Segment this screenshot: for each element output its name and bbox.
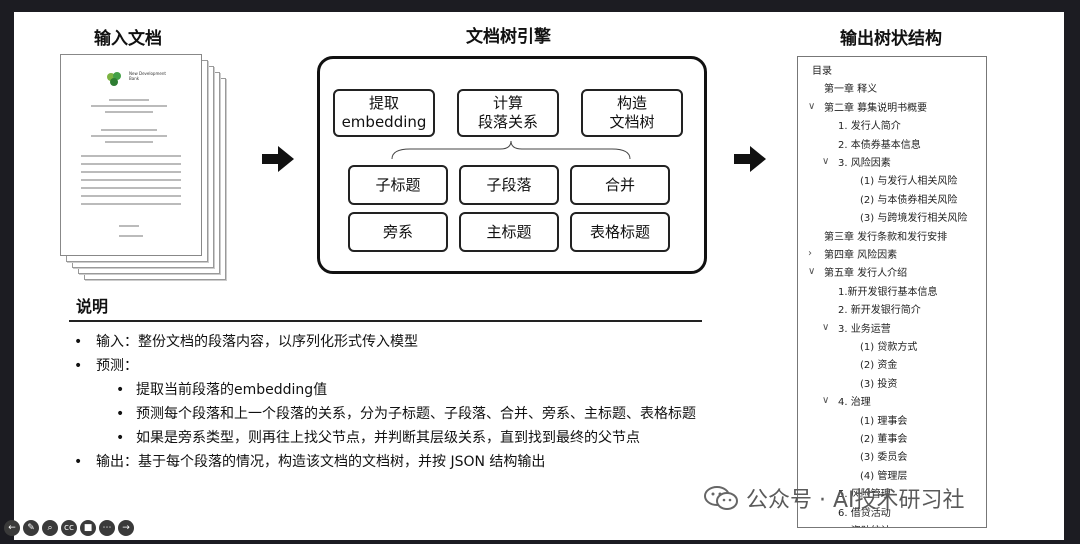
doc-text-line [81, 179, 181, 181]
doc-logo-text: New Development Bank [129, 71, 169, 81]
doc-text-line [105, 141, 153, 143]
relation-sub-paragraph: 子段落 [459, 165, 559, 205]
right-arrow-icon [262, 146, 294, 172]
build-tree-box: 构造 文档树 [581, 89, 683, 137]
explanation-divider [69, 320, 702, 322]
doc-text-line [119, 225, 139, 227]
doc-tree-engine: 提取 embedding 计算 段落关系 构造 文档树 子标题 子段落 合并 旁… [317, 56, 707, 274]
chevron-down-icon[interactable]: ∨ [808, 101, 815, 112]
explanation-item-text: 输出：基于每个段落的情况，构造该文档的文档树，并按 JSON 结构输出 [96, 454, 545, 470]
slide: 输入文档 文档树引擎 输出树状结构 New Development Bank [14, 12, 1064, 540]
wechat-icon [704, 485, 738, 511]
explanation-item: • 输出：基于每个段落的情况，构造该文档的文档树，并按 JSON 结构输出 [64, 450, 714, 474]
explanation-item: • 预测： [64, 354, 714, 378]
explanation-list: • 输入：整份文档的段落内容，以序列化形式传入模型 • 预测： • 提取当前段落的embe… [64, 330, 714, 474]
zoom-icon[interactable]: ⌕ [42, 520, 58, 536]
chevron-down-icon[interactable]: ∨ [808, 266, 815, 277]
tree-node[interactable]: 4. 治理 [838, 396, 871, 409]
explanation-item-text: 预测每个段落和上一个段落的关系，分为子标题、子段落、合并、旁系、主标题、表格标题 [136, 406, 696, 422]
tree-node[interactable]: 第三章 发行条款和发行安排 [824, 231, 947, 244]
tree-node[interactable]: 第一章 释义 [824, 83, 877, 96]
output-tree-title: 输出树状结构 [840, 24, 942, 49]
pen-icon[interactable]: ✎ [23, 520, 39, 536]
doc-text-line [81, 163, 181, 165]
tree-node[interactable]: (3) 与跨境发行相关风险 [860, 212, 967, 225]
tree-node[interactable]: (4) 管理层 [860, 470, 907, 483]
tree-node[interactable]: (2) 与本债券相关风险 [860, 194, 957, 207]
relation-main-title: 主标题 [459, 212, 559, 252]
explanation-item: • 提取当前段落的embedding值 [64, 378, 714, 402]
bullet-dot-icon: • [74, 330, 82, 354]
compute-relation-box: 计算 段落关系 [457, 89, 559, 137]
doc-text-line [81, 171, 181, 173]
bracket-icon [390, 139, 632, 161]
tree-node[interactable]: 3. 风险因素 [838, 157, 891, 170]
tree-node[interactable]: (3) 委员会 [860, 451, 907, 464]
input-doc-title: 输入文档 [94, 24, 162, 49]
explanation-item: • 预测每个段落和上一个段落的关系，分为子标题、子段落、合并、旁系、主标题、表格标… [64, 402, 714, 426]
bullet-dot-icon: • [74, 354, 82, 378]
tree-node[interactable]: 第五章 发行人介绍 [824, 267, 907, 280]
explanation-item-text: 输入：整份文档的段落内容，以序列化形式传入模型 [96, 334, 418, 350]
explanation-item: • 如果是旁系类型，则再往上找父节点，并判断其层级关系，直到找到最终的父节点 [64, 426, 714, 450]
tree-node[interactable]: 3. 业务运营 [838, 323, 891, 336]
doc-text-line [119, 235, 143, 237]
relation-table-title: 表格标题 [570, 212, 670, 252]
tree-node[interactable]: 1. 发行人简介 [838, 120, 901, 133]
relation-merge: 合并 [570, 165, 670, 205]
cc-icon[interactable]: cc [61, 520, 77, 536]
bullet-dot-icon: • [116, 426, 124, 450]
tree-node[interactable]: (1) 与发行人相关风险 [860, 175, 957, 188]
tree-node[interactable]: (3) 投资 [860, 378, 897, 391]
tree-node[interactable]: 7. 资助统计 [838, 525, 891, 528]
bullet-dot-icon: • [74, 450, 82, 474]
player-toolbar: ←✎⌕cc■⋯→ [4, 520, 134, 536]
explanation-title: 说明 [76, 293, 108, 317]
tree-node[interactable]: 2. 本债券基本信息 [838, 139, 921, 152]
explanation-item: • 输入：整份文档的段落内容，以序列化形式传入模型 [64, 330, 714, 354]
doc-text-line [109, 99, 149, 101]
extract-embedding-box: 提取 embedding [333, 89, 435, 137]
more-icon[interactable]: ⋯ [99, 520, 115, 536]
chevron-right-icon[interactable]: › [808, 248, 812, 259]
tree-node[interactable]: (1) 贷款方式 [860, 341, 917, 354]
input-document-stack: New Development Bank [60, 54, 230, 284]
ndb-logo-icon [105, 71, 127, 89]
chevron-down-icon[interactable]: ∨ [822, 322, 829, 333]
tree-node[interactable]: (2) 资金 [860, 359, 897, 372]
output-tree-panel[interactable]: 目录第一章 释义 ∨ 第二章 募集说明书概要 1. 发行人简介 2. 本债券基本信息 ∨ 3… [797, 56, 987, 528]
doc-text-line [81, 155, 181, 157]
tree-node[interactable]: 第四章 风险因素 [824, 249, 897, 262]
explanation-item-text: 预测： [96, 358, 138, 374]
chevron-down-icon[interactable]: ∨ [822, 156, 829, 167]
bullet-dot-icon: • [116, 378, 124, 402]
forward-icon[interactable]: → [118, 520, 134, 536]
tree-node[interactable]: (1) 理事会 [860, 415, 907, 428]
tree-node[interactable]: (2) 董事会 [860, 433, 907, 446]
watermark: 公众号 · AI技术研习社 [704, 482, 965, 514]
doc-text-line [81, 195, 181, 197]
tree-node[interactable]: 目录 [812, 65, 832, 78]
tree-node[interactable]: 1.新开发银行基本信息 [838, 286, 938, 299]
chevron-down-icon[interactable]: ∨ [822, 395, 829, 406]
relation-sibling: 旁系 [348, 212, 448, 252]
tree-node[interactable]: 第二章 募集说明书概要 [824, 102, 927, 115]
relation-sub-title: 子标题 [348, 165, 448, 205]
right-arrow-icon [734, 146, 766, 172]
explanation-item-text: 提取当前段落的embedding值 [136, 382, 327, 398]
doc-text-line [91, 105, 167, 107]
doc-text-line [101, 129, 157, 131]
doc-text-line [105, 111, 153, 113]
explanation-item-text: 如果是旁系类型，则再往上找父节点，并判断其层级关系，直到找到最终的父节点 [136, 430, 640, 446]
back-icon[interactable]: ← [4, 520, 20, 536]
engine-title: 文档树引擎 [466, 22, 551, 47]
doc-text-line [81, 187, 181, 189]
bullet-dot-icon: • [116, 402, 124, 426]
doc-front-page: New Development Bank [60, 54, 202, 256]
doc-text-line [81, 203, 181, 205]
doc-text-line [91, 135, 167, 137]
watermark-text: 公众号 · AI技术研习社 [746, 482, 965, 514]
tree-node[interactable]: 2. 新开发银行简介 [838, 304, 921, 317]
camera-icon[interactable]: ■ [80, 520, 96, 536]
